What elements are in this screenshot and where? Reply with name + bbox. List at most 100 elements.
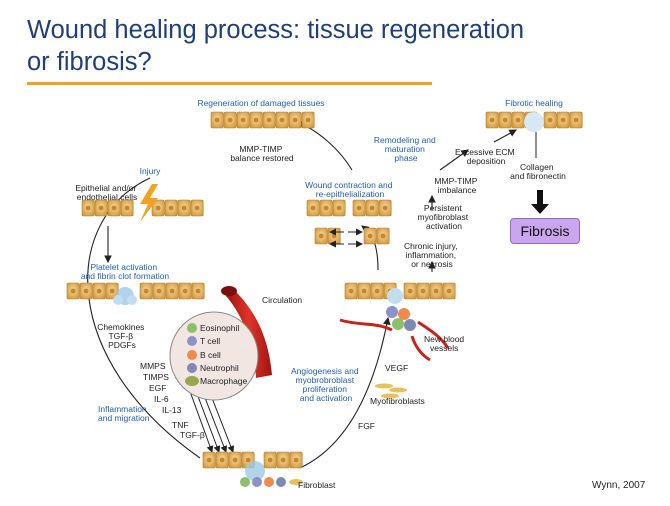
contraction-arrows [329, 228, 363, 248]
injury-row-left [81, 199, 134, 217]
mmp-restored-label: MMP-TIMP balance restored [230, 144, 294, 163]
mediator-timps: TIMPS [143, 372, 169, 382]
contraction-row-left [306, 199, 346, 217]
regenerated-tissue-row [210, 111, 315, 129]
platelet-clot [113, 112, 544, 481]
cell-nucleus [214, 117, 220, 123]
cell-nucleus [182, 288, 188, 294]
macrophage-icon [185, 376, 199, 386]
fibrotic-row-right [543, 111, 583, 129]
cell-nucleus [156, 288, 162, 294]
cell-nucleus [367, 233, 373, 239]
vessel-opening [221, 286, 237, 296]
cell-nucleus [240, 117, 246, 123]
mediator-mmps: MMPS [140, 361, 166, 371]
injury-desc: Epithelial and/or endothelial cells [75, 183, 138, 202]
cell-nucleus [407, 288, 413, 294]
cell-nucleus [348, 288, 354, 294]
title-line-1: Wound healing process: tissue regenerati… [27, 16, 525, 44]
fibrotic-healing-label: Fibrotic healing [505, 98, 563, 108]
clot-row-right [139, 282, 205, 300]
circulation-label: Circulation [262, 295, 302, 305]
contraction-cell-left [314, 227, 341, 245]
chronic-label: Chronic injury, inflammation, or necrosi… [404, 241, 460, 269]
chemokines-label: Chemokines TGF-β PDGFs [97, 322, 147, 350]
remodeling-label: Remodeling and maturation phase [374, 135, 438, 163]
cell-nucleus [267, 457, 273, 463]
cell-nucleus [310, 205, 316, 211]
cell-nucleus [433, 288, 439, 294]
cell-nucleus [489, 117, 495, 123]
cycle-arc-top [296, 121, 353, 171]
center-cells [386, 306, 416, 331]
bottom-cells [240, 477, 303, 487]
cell-nucleus [502, 117, 508, 123]
cell-nucleus [305, 117, 311, 123]
eosinophil-label: Eosinophil [200, 323, 239, 333]
mediator-egf: EGF [149, 383, 166, 393]
cell-nucleus [195, 288, 201, 294]
cell-nucleus [292, 117, 298, 123]
mediator-il6: IL-6 [154, 394, 169, 404]
bottom-row-right [263, 451, 303, 469]
cell-nucleus [356, 205, 362, 211]
t-cell-icon [187, 336, 197, 346]
cell-nucleus [560, 117, 566, 123]
cell-nucleus [232, 457, 238, 463]
cell-nucleus [369, 205, 375, 211]
cell-nucleus [98, 205, 104, 211]
cell-nucleus [85, 205, 91, 211]
eosinophil-icon [187, 323, 197, 333]
immune-cell-icons [185, 323, 199, 386]
cell-nucleus [374, 288, 380, 294]
cell-nucleus [206, 457, 212, 463]
cell-nucleus [227, 117, 233, 123]
cell-nucleus [70, 288, 76, 294]
cell-nucleus [331, 233, 337, 239]
fibrosis-box: Fibrosis [510, 218, 580, 244]
cell-nucleus [245, 457, 251, 463]
slide-title: Wound healing process: tissue regenerati… [27, 14, 627, 78]
cell-nucleus [420, 288, 426, 294]
cell-nucleus [266, 117, 272, 123]
imbalance-arrow [439, 149, 469, 171]
contraction-row-right [352, 199, 392, 217]
b-cell-label: B cell [200, 350, 221, 360]
cell-nucleus [279, 117, 285, 123]
neutrophil-label: Neutrophil [200, 363, 239, 373]
ecm-arrow [493, 129, 517, 143]
macrophage-label: Macrophage [200, 376, 248, 386]
fibrosis-down-arrow [531, 190, 549, 214]
mediator-tnf: TNF [172, 420, 189, 430]
neutrophil-icon [187, 363, 197, 373]
cell-rows [66, 111, 583, 469]
cell-nucleus [323, 205, 329, 211]
cell-nucleus [181, 205, 187, 211]
new-blood-vessels [339, 318, 450, 362]
cell-nucleus [280, 457, 286, 463]
cell-nucleus [168, 205, 174, 211]
cell-nucleus [143, 288, 149, 294]
persistent-label: Persistent myofibroblast activation [418, 203, 471, 231]
cell-nucleus [446, 288, 452, 294]
cell-nucleus [547, 117, 553, 123]
cycle-arc-bottom-right [299, 316, 391, 469]
title-underline [27, 82, 432, 85]
cell-nucleus [111, 205, 117, 211]
mmp-imbalance-label: MMP-TIMP imbalance [434, 176, 479, 195]
cell-nucleus [253, 117, 259, 123]
cell-nucleus [83, 288, 89, 294]
platelet-label: Platelet activation and fibrin clot form… [81, 262, 170, 281]
t-cell-label: T cell [200, 336, 220, 346]
clot-row-left [66, 282, 119, 300]
b-cell-icon [187, 350, 197, 360]
cell-nucleus [573, 117, 579, 123]
injury-bolt-icon [140, 184, 158, 222]
excessive-ecm-label: Excessive ECM deposition [455, 147, 517, 166]
angiogenesis-label: Angiogenesis and myobrobroblast prolifer… [291, 366, 361, 403]
cell-nucleus [155, 205, 161, 211]
collagen-label: Collagen and fibronectin [510, 162, 566, 181]
contraction-cell-right [363, 227, 390, 245]
